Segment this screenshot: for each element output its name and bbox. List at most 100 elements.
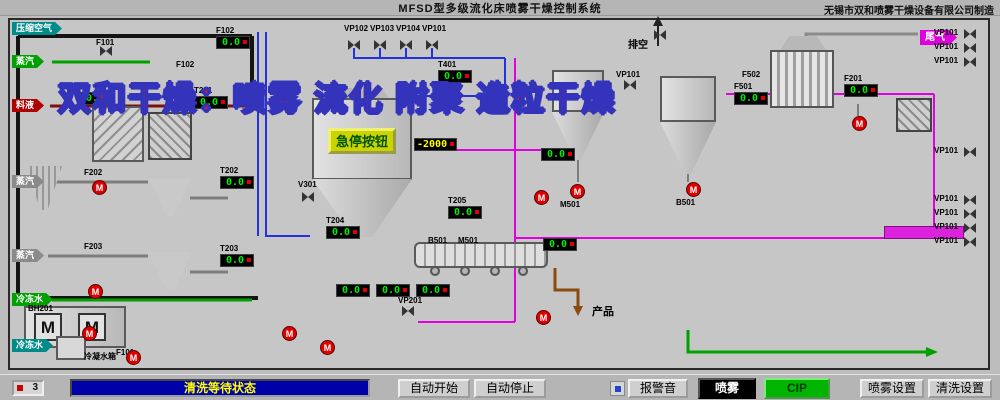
- emergency-stop-button[interactable]: 急停按钮: [328, 128, 396, 154]
- valve-icon[interactable]: [100, 46, 112, 56]
- equipment-label: VP103: [370, 24, 395, 33]
- value-display: 0.0: [448, 206, 482, 219]
- valve-icon[interactable]: [964, 29, 976, 39]
- clean-settings-button[interactable]: 清洗设置: [928, 379, 992, 398]
- pump-icon[interactable]: M: [320, 340, 335, 355]
- product-label: 产品: [592, 306, 614, 318]
- display-label: T204: [326, 216, 345, 225]
- value-display: 0.0: [326, 226, 360, 239]
- heat-exchanger: [770, 50, 834, 108]
- valve-icon[interactable]: [964, 223, 976, 233]
- tail-gas-tag: 尾气: [920, 30, 957, 45]
- valve-icon[interactable]: [400, 40, 412, 50]
- valve-icon[interactable]: [964, 57, 976, 67]
- supply-tag: 冷冻水: [12, 339, 53, 352]
- value-display: 0.0: [844, 84, 878, 97]
- valve-icon[interactable]: [348, 40, 360, 50]
- equipment-label: F101: [96, 38, 115, 47]
- value-display: -2000: [414, 138, 458, 151]
- counter-display: 3: [12, 380, 44, 396]
- valve-icon[interactable]: [964, 195, 976, 205]
- vent-label: 排空: [628, 40, 648, 51]
- equipment-label: VP201: [398, 296, 423, 305]
- filter-box: [148, 112, 192, 160]
- supply-tag: 压缩空气: [12, 22, 62, 35]
- equipment-label: BH201: [28, 304, 53, 313]
- valve-label: VP101: [934, 222, 959, 231]
- alarm-sound-button[interactable]: 报警音: [628, 379, 688, 398]
- valve-label: VP101: [934, 28, 959, 37]
- spray-mode-button[interactable]: 喷雾: [698, 378, 756, 399]
- pump-icon[interactable]: M: [534, 190, 549, 205]
- motor-icon[interactable]: M: [34, 313, 62, 341]
- value-display: 0.0: [376, 284, 410, 297]
- valve-icon[interactable]: [426, 40, 438, 50]
- pump-icon[interactable]: M: [92, 180, 107, 195]
- cyclone-right-1-body: [552, 70, 604, 112]
- equipment-label: B501: [428, 236, 448, 245]
- display-label: F102: [216, 26, 235, 35]
- pump-icon[interactable]: M: [82, 326, 97, 341]
- pump-icon[interactable]: M: [570, 184, 585, 199]
- supply-tag: 蒸汽: [12, 249, 44, 262]
- fluidbed-wheel: [518, 266, 528, 276]
- equipment-label: V301: [298, 180, 317, 189]
- spray-settings-button[interactable]: 喷雾设置: [860, 379, 924, 398]
- pump-icon[interactable]: M: [126, 350, 141, 365]
- equipment-label: F202: [84, 168, 103, 177]
- valve-label: VP101: [934, 236, 959, 245]
- valve-icon[interactable]: [654, 30, 666, 40]
- equipment-label: F203: [84, 242, 103, 251]
- pump-icon[interactable]: M: [536, 310, 551, 325]
- value-display: 0.0: [80, 92, 114, 105]
- pump-icon[interactable]: M: [852, 116, 867, 131]
- equipment-label: M501: [458, 236, 479, 245]
- manufacturer-label: 无锡市双和喷雾干燥设备有限公司制造: [824, 6, 994, 17]
- equipment-label: M501: [560, 200, 581, 209]
- equipment-label: VP101: [422, 24, 447, 33]
- auto-start-button[interactable]: 自动开始: [398, 379, 470, 398]
- status-message: 清洗等待状态: [70, 379, 370, 397]
- valve-icon[interactable]: [964, 147, 976, 157]
- supply-tag: 蒸汽: [12, 55, 44, 68]
- alarm-sound-icon[interactable]: [610, 381, 625, 396]
- display-label: T201: [194, 86, 213, 95]
- valve-icon[interactable]: [624, 80, 636, 90]
- motor-label: M: [40, 318, 56, 337]
- value-display: 0.0: [543, 238, 577, 251]
- cip-line-chip: [884, 226, 964, 239]
- valve-label: VP101: [934, 42, 959, 51]
- equipment-label: VP102: [344, 24, 369, 33]
- display-label: T205: [448, 196, 467, 205]
- supply-tag: 冷冻水: [12, 293, 53, 306]
- fluid-bed: [414, 242, 548, 268]
- value-display: 0.0: [438, 70, 472, 83]
- pump-icon[interactable]: M: [686, 182, 701, 197]
- valve-icon[interactable]: [964, 43, 976, 53]
- valve-icon[interactable]: [964, 209, 976, 219]
- pump-icon[interactable]: M: [282, 326, 297, 341]
- valve-icon[interactable]: [964, 237, 976, 247]
- bag-filter: [92, 106, 144, 162]
- condensate-tank: [56, 336, 86, 360]
- page-title: MFSD型多级流化床喷雾干燥控制系统: [398, 2, 602, 15]
- value-display: 0.0: [194, 96, 228, 109]
- diagram-frame: [8, 18, 990, 370]
- title-bar: MFSD型多级流化床喷雾干燥控制系统 无锡市双和喷雾干燥设备有限公司制造: [0, 0, 1000, 17]
- equipment-label: B501: [676, 198, 696, 207]
- status-bar: 3 清洗等待状态 自动开始 自动停止 报警音 喷雾 CIP 喷雾设置 清洗设置: [0, 374, 1000, 400]
- display-label: F201: [844, 74, 863, 83]
- valve-icon[interactable]: [374, 40, 386, 50]
- valve-label: VP101: [934, 146, 959, 155]
- fluidbed-wheel: [460, 266, 470, 276]
- valve-label: VP101: [934, 194, 959, 203]
- auto-stop-button[interactable]: 自动停止: [474, 379, 546, 398]
- pump-icon[interactable]: M: [88, 284, 103, 299]
- value-display: 0.0: [541, 148, 575, 161]
- valve-icon[interactable]: [302, 192, 314, 202]
- equipment-label: F502: [742, 70, 761, 79]
- valve-icon[interactable]: [402, 306, 414, 316]
- display-label: T401: [438, 60, 457, 69]
- condensate-tank-label: 冷凝水箱: [84, 352, 116, 361]
- cip-mode-button[interactable]: CIP: [764, 378, 830, 399]
